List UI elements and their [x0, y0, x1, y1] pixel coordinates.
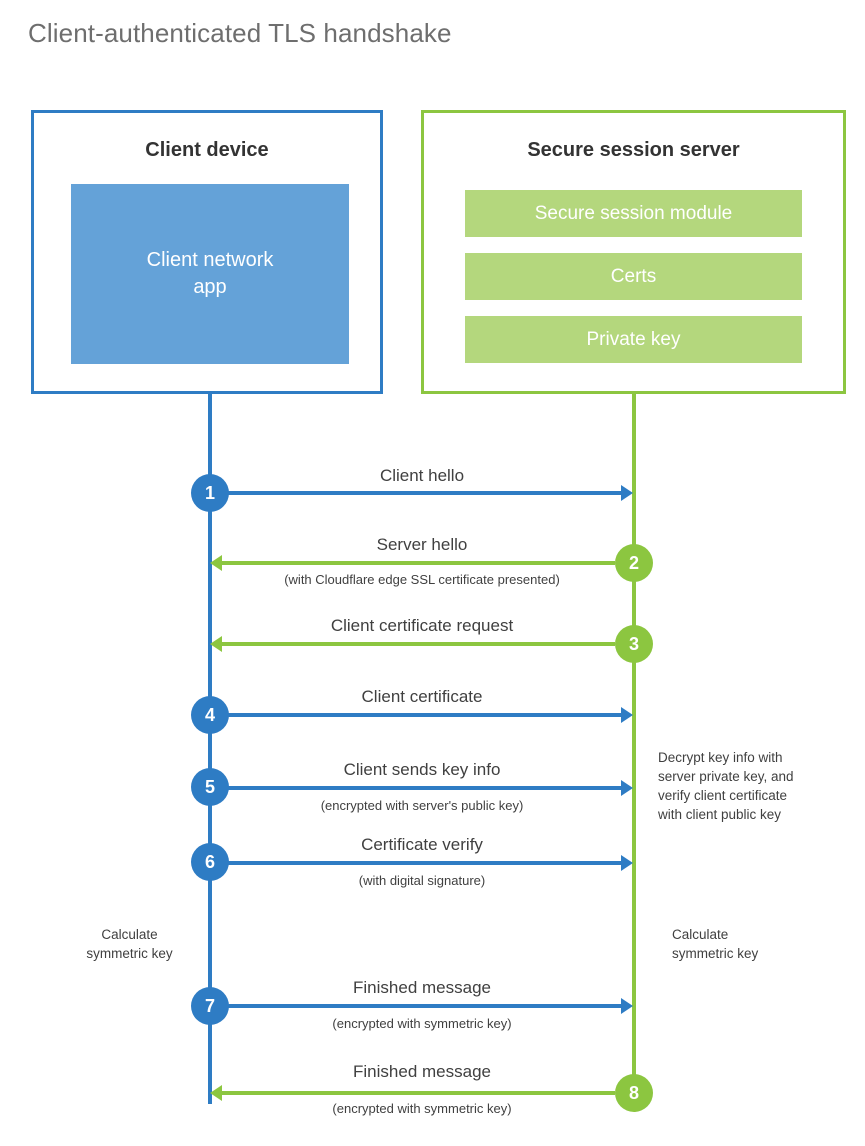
server-calculate-symmetric-key-note: Calculate symmetric key [672, 925, 842, 963]
server-component-secure-session-module: Secure session module [465, 190, 802, 237]
arrow-shaft [221, 642, 615, 646]
server-decrypt-note-line2: server private key, and [658, 769, 794, 784]
client-calc-note-line2: symmetric key [86, 946, 173, 961]
client-lifeline [208, 393, 212, 1104]
client-device-box: Client device Client network app [31, 110, 383, 394]
step-2-label: Server hello [376, 535, 468, 554]
step-8-sublabel: (encrypted with symmetric key) [332, 1101, 512, 1116]
client-calc-note-line1: Calculate [101, 927, 158, 942]
server-component-label: Private key [586, 328, 681, 350]
step-5-label: Client sends key info [343, 760, 501, 779]
arrow-shaft [228, 1004, 622, 1008]
arrow-shaft [228, 491, 622, 495]
step-marker-7[interactable]: 7 [191, 987, 229, 1025]
secure-session-server-title: Secure session server [527, 139, 740, 161]
arrow-head-left-icon [210, 1085, 222, 1101]
step-8-label: Finished message [353, 1062, 491, 1081]
step-7-label: Finished message [353, 978, 491, 997]
client-network-app-block: Client network app [71, 184, 349, 364]
step-2-sublabel: (with Cloudflare edge SSL certificate pr… [284, 572, 560, 587]
step-marker-4[interactable]: 4 [191, 696, 229, 734]
step-7-sublabel: (encrypted with symmetric key) [332, 1016, 512, 1031]
server-component-certs: Certs [465, 253, 802, 300]
arrow-head-left-icon [210, 555, 222, 571]
arrow-shaft [221, 561, 615, 565]
step-marker-6[interactable]: 6 [191, 843, 229, 881]
step-5-arrow [228, 780, 633, 796]
client-device-title: Client device [145, 139, 269, 161]
step-8-arrow [210, 1085, 615, 1101]
arrow-shaft [228, 786, 622, 790]
server-component-label: Certs [610, 265, 657, 287]
step-6-sublabel: (with digital signature) [358, 873, 486, 888]
server-lifeline [632, 393, 636, 1093]
server-calc-note-line2: symmetric key [672, 946, 759, 961]
step-3-label: Client certificate request [330, 616, 514, 635]
arrow-head-right-icon [621, 707, 633, 723]
server-decrypt-note-line4: with client public key [658, 807, 782, 822]
step-marker-5[interactable]: 5 [191, 768, 229, 806]
arrow-head-right-icon [621, 998, 633, 1014]
server-decrypt-note: Decrypt key info with server private key… [658, 748, 838, 824]
secure-session-server-box: Secure session server Secure session mod… [421, 110, 846, 394]
step-2-arrow [210, 555, 615, 571]
step-7-arrow [228, 998, 633, 1014]
step-1-arrow [228, 485, 633, 501]
server-calc-note-line1: Calculate [672, 927, 729, 942]
step-5-sublabel: (encrypted with server's public key) [320, 798, 524, 813]
step-1-label: Client hello [379, 466, 465, 485]
step-3-arrow [210, 636, 615, 652]
server-decrypt-note-line1: Decrypt key info with [658, 750, 783, 765]
step-4-label: Client certificate [361, 687, 483, 706]
arrow-shaft [221, 1091, 615, 1095]
step-6-arrow [228, 855, 633, 871]
arrow-head-right-icon [621, 485, 633, 501]
client-app-label-line2: app [193, 276, 227, 298]
step-4-arrow [228, 707, 633, 723]
client-calculate-symmetric-key-note: Calculate symmetric key [52, 925, 207, 963]
client-network-app-label: Client network app [147, 247, 274, 301]
step-marker-3[interactable]: 3 [615, 625, 653, 663]
arrow-head-right-icon [621, 780, 633, 796]
arrow-head-left-icon [210, 636, 222, 652]
step-6-label: Certificate verify [361, 835, 483, 854]
step-marker-1[interactable]: 1 [191, 474, 229, 512]
step-marker-8[interactable]: 8 [615, 1074, 653, 1112]
client-app-label-line1: Client network [146, 249, 274, 271]
arrow-shaft [228, 713, 622, 717]
arrow-shaft [228, 861, 622, 865]
page-title: Client-authenticated TLS handshake [28, 18, 452, 48]
arrow-head-right-icon [621, 855, 633, 871]
server-component-private-key: Private key [465, 316, 802, 363]
server-decrypt-note-line3: verify client certificate [658, 788, 788, 803]
server-component-label: Secure session module [534, 202, 733, 224]
step-marker-2[interactable]: 2 [615, 544, 653, 582]
